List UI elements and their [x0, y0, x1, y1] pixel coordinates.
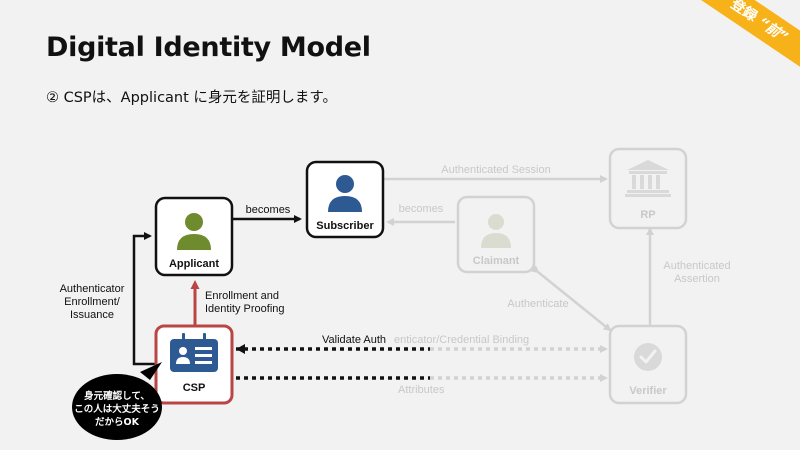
rp-label: RP — [640, 209, 655, 221]
person-icon — [336, 175, 354, 193]
label-authenticated-assertion-1: Authenticated — [663, 260, 730, 272]
speech-bubble-line-2: この人は大丈夫そう — [74, 403, 160, 415]
label-auth-enroll-3: Issuance — [70, 309, 114, 321]
speech-bubble-tail — [140, 362, 162, 380]
label-becomes-active: becomes — [246, 204, 291, 216]
speech-bubble: 身元確認して、 この人は大丈夫そう だからOK — [72, 362, 162, 440]
node-applicant: Applicant — [154, 196, 234, 277]
node-verifier: Verifier — [608, 324, 688, 405]
label-validate-faded: enticator/Credential Binding — [394, 334, 529, 346]
edge-validate-arrowhead — [236, 344, 245, 354]
person-icon — [185, 213, 203, 231]
label-enrollment-2: Identity Proofing — [205, 303, 285, 315]
edge-authenticate — [530, 265, 612, 332]
label-authenticate: Authenticate — [507, 298, 568, 310]
page-title: Digital Identity Model — [46, 32, 371, 63]
label-validate-dark: Validate Auth — [322, 334, 386, 346]
checkmark-icon — [639, 349, 657, 364]
page-subtitle: ② CSPは、Applicant に身元を証明します。 — [46, 90, 337, 106]
id-card-icon — [170, 333, 218, 372]
subscriber-label: Subscriber — [316, 220, 374, 232]
claimant-label: Claimant — [473, 255, 520, 267]
verifier-label: Verifier — [629, 385, 667, 397]
node-claimant: Claimant — [456, 195, 536, 274]
label-auth-enroll-1: Authenticator — [60, 283, 125, 295]
speech-bubble-line-1: 身元確認して、 — [84, 390, 150, 402]
label-becomes-faded: becomes — [399, 203, 444, 215]
csp-label: CSP — [183, 382, 206, 394]
label-attributes: Attributes — [398, 384, 445, 396]
person-body-icon — [177, 234, 211, 250]
applicant-label: Applicant — [169, 258, 219, 270]
label-auth-enroll-2: Enrollment/ — [64, 296, 121, 308]
person-body-icon — [328, 196, 362, 212]
speech-bubble-body — [72, 374, 162, 440]
edge-authenticator-enrollment — [132, 232, 156, 366]
person-body-icon — [481, 233, 511, 248]
person-icon — [488, 214, 504, 230]
bank-icon — [625, 160, 671, 197]
node-rp: RP — [608, 147, 688, 230]
label-authenticated-session: Authenticated Session — [441, 164, 550, 176]
label-enrollment-1: Enrollment and — [205, 290, 279, 302]
label-authenticated-assertion-2: Assertion — [674, 273, 720, 285]
checkmark-circle-icon — [634, 343, 662, 371]
node-subscriber: Subscriber — [305, 160, 385, 239]
speech-bubble-line-3: だからOK — [95, 417, 140, 428]
node-csp: CSP — [154, 324, 234, 405]
